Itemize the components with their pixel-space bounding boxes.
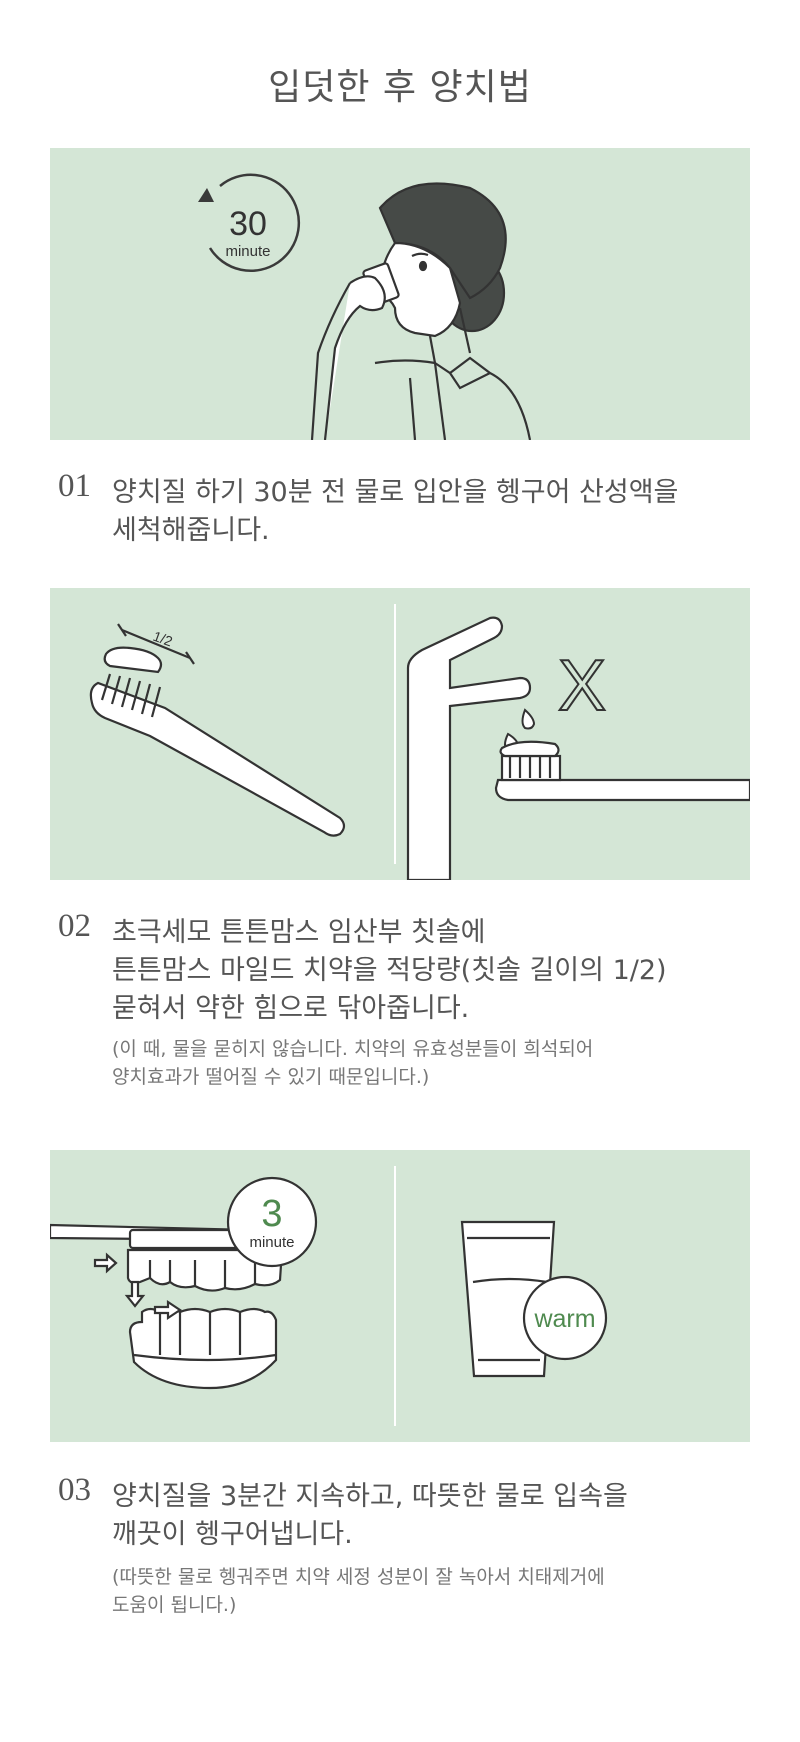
timer1-value: 30 xyxy=(229,205,267,243)
step-text-line: 양치질 하기 30분 전 물로 입안을 헹구어 산성액을 xyxy=(112,477,679,508)
toothbrush-icon xyxy=(494,740,750,802)
step-03: 03 양치질을 3분간 지속하고, 따뜻한 물로 입속을 깨끗이 헹구어냅니다.… xyxy=(58,1472,758,1642)
step-note-line: (따뜻한 물로 헹궈주면 치약 세정 성분이 잘 녹아서 치태제거에 xyxy=(112,1566,605,1588)
timer2-unit: minute xyxy=(249,1234,294,1251)
timer2-value: 3 xyxy=(261,1193,282,1235)
faucet-icon xyxy=(406,616,532,880)
step-note-line: 양치효과가 떨어질 수 있기 때문입니다.) xyxy=(112,1066,430,1088)
page-title: 입덧한 후 양치법 xyxy=(268,67,532,108)
teeth-icon xyxy=(50,1223,284,1390)
timer-30-minute: 30 minute xyxy=(198,173,301,272)
illustration-panel-2: 1/2 X xyxy=(50,588,750,880)
step-text-line: 초극세모 튼튼맘스 임산부 칫솔에 xyxy=(112,917,486,948)
step-note-line: 도움이 됩니다.) xyxy=(112,1594,237,1616)
woman-rinsing-icon xyxy=(310,182,532,440)
illustration-panel-3: 3 minute warm xyxy=(50,1150,750,1442)
step-number: 03 xyxy=(58,1472,91,1508)
timer1-unit: minute xyxy=(225,243,270,260)
warm-badge: warm xyxy=(522,1275,608,1361)
paste-amount-label: 1/2 xyxy=(151,628,175,650)
toothbrush-icon xyxy=(89,623,346,837)
step-text-line: 양치질을 3분간 지속하고, 따뜻한 물로 입속을 xyxy=(112,1481,628,1512)
step-number: 02 xyxy=(58,908,91,944)
step-text-line: 깨끗이 헹구어냅니다. xyxy=(112,1519,353,1550)
step-number: 01 xyxy=(58,468,91,504)
timer-3-minute: 3 minute xyxy=(226,1176,318,1268)
step-text-line: 세척해줍니다. xyxy=(112,515,270,546)
water-temp-label: warm xyxy=(533,1305,595,1333)
counterclockwise-arrow-icon xyxy=(208,173,301,272)
no-water-x-mark: X xyxy=(558,646,606,726)
step-01: 01 양치질 하기 30분 전 물로 입안을 헹구어 산성액을 세척해줍니다. xyxy=(58,468,758,558)
step-text-line: 묻혀서 약한 힘으로 닦아줍니다. xyxy=(112,993,470,1024)
step-02: 02 초극세모 튼튼맘스 임산부 칫솔에 튼튼맘스 마일드 치약을 적당량(칫솔… xyxy=(58,908,758,1108)
step-note-line: (이 때, 물을 묻히지 않습니다. 치약의 유효성분들이 희석되어 xyxy=(112,1038,594,1060)
step-text-line: 튼튼맘스 마일드 치약을 적당량(칫솔 길이의 1/2) xyxy=(112,955,667,986)
illustration-panel-1: 30 minute xyxy=(50,148,750,440)
